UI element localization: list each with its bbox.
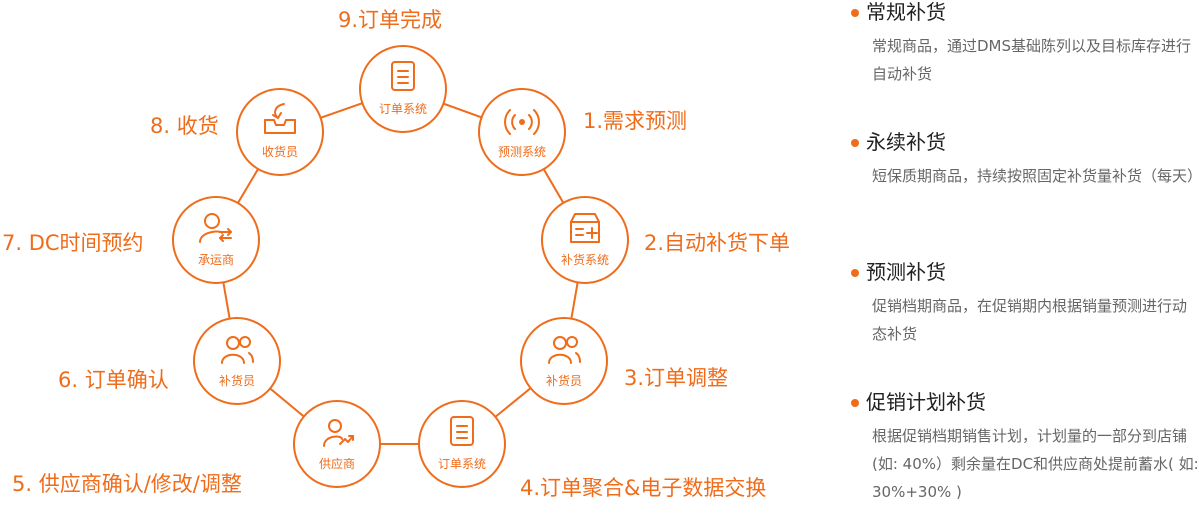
type-title: 预测补货: [848, 260, 1199, 284]
node-supplier: 供应商: [293, 400, 381, 488]
node-replenisher-left: 补货员: [193, 317, 281, 405]
type-block-regular: 常规补货 常规商品，通过DMS基础陈列以及目标库存进行自动补货: [848, 0, 1199, 88]
step-6-label: 6. 订单确认: [58, 368, 169, 392]
type-description: 促销档期商品，在促销期内根据销量预测进行动态补货: [872, 297, 1188, 343]
radar-icon: [504, 109, 540, 135]
step-9-label: 9.订单完成: [338, 8, 443, 32]
type-title: 永续补货: [848, 130, 1199, 154]
type-block-continuous: 永续补货 短保质期商品，持续按照固定补货量补货（每天）: [848, 130, 1199, 190]
step-5-label: 5. 供应商确认/修改/调整: [12, 472, 242, 496]
node-forecast-system: 预测系统: [478, 88, 566, 176]
step-2-label: 2.自动补货下单: [644, 231, 791, 255]
node-label: 补货员: [219, 373, 255, 388]
person-swap-icon: [199, 213, 232, 243]
tray-receive-icon: [264, 103, 296, 134]
type-description: 短保质期商品，持续按照固定补货量补货（每天）: [872, 167, 1199, 185]
step-1-label: 1.需求预测: [583, 109, 688, 133]
people-icon: [548, 336, 581, 364]
node-label: 订单系统: [379, 102, 427, 116]
step-4-label: 4.订单聚合&电子数据交换: [520, 476, 767, 500]
cycle-ring: [214, 87, 587, 445]
node-label: 收货员: [262, 144, 298, 159]
node-order-system-top: 订单系统: [359, 45, 447, 133]
document-icon: [391, 61, 415, 91]
person-trend-icon: [323, 419, 354, 447]
node-replenish-system: 补货系统: [541, 196, 629, 284]
node-label: 预测系统: [498, 145, 546, 159]
step-8-label: 8. 收货: [150, 114, 219, 138]
node-label: 供应商: [319, 456, 355, 471]
node-order-system-bottom: 订单系统: [418, 400, 506, 488]
type-title: 促销计划补货: [848, 390, 1199, 414]
document-icon: [450, 416, 474, 446]
node-label: 补货系统: [561, 252, 609, 267]
step-3-label: 3.订单调整: [624, 366, 729, 390]
node-replenisher-right: 补货员: [520, 317, 608, 405]
step-7-label: 7. DC时间预约: [2, 231, 144, 255]
type-description: 根据促销档期销售计划，计划量的一部分到店铺 (如: 40%）剩余量在DC和供应商…: [872, 427, 1199, 501]
node-label: 承运商: [198, 252, 234, 267]
node-carrier: 承运商: [172, 196, 260, 284]
replenishment-cycle-diagram: 订单系统 预测系统 补货系统: [172, 45, 629, 488]
box-add-icon: [570, 213, 600, 243]
type-block-forecast: 预测补货 促销档期商品，在促销期内根据销量预测进行动态补货: [848, 260, 1199, 348]
node-receiver: 收货员: [236, 88, 324, 176]
type-title: 常规补货: [848, 0, 1199, 24]
people-icon: [221, 336, 254, 364]
type-description: 常规商品，通过DMS基础陈列以及目标库存进行自动补货: [872, 37, 1192, 83]
type-block-promo-plan: 促销计划补货 根据促销档期销售计划，计划量的一部分到店铺 (如: 40%）剩余量…: [848, 390, 1199, 506]
node-label: 补货员: [546, 373, 582, 388]
node-label: 订单系统: [438, 457, 486, 471]
